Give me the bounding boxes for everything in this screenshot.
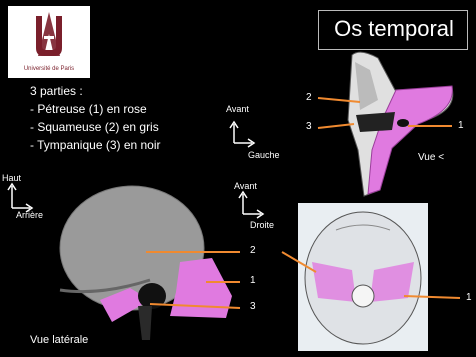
label-inferior-2: 2 [306,92,312,103]
axis-arrows-middle-icon [239,192,263,218]
label-inferior-1: 1 [458,120,464,131]
axis-arrows-left-icon [8,184,32,212]
axis-label-arriere: Arrière [16,210,43,220]
label-lateral-1: 1 [250,275,256,286]
axis-label-droite: Droite [250,220,274,230]
axis-label-gauche: Gauche [248,150,280,160]
label-lateral-2: 2 [250,245,256,256]
axis-label-haut: Haut [2,173,21,183]
label-vue-laterale: Vue latérale [30,334,88,346]
axis-label-avant-top: Avant [226,104,249,114]
skull-base-drawing [298,203,428,351]
axis-arrows-top-icon [230,122,254,147]
label-skull-1: 1 [466,292,472,303]
axis-label-avant-middle: Avant [234,181,257,191]
label-lateral-3: 3 [250,301,256,312]
lateral-view-drawing [60,186,232,340]
label-inferior-3: 3 [306,121,312,132]
label-vue-inferieure: Vue < [418,152,444,163]
inferior-view-drawing [348,52,453,196]
